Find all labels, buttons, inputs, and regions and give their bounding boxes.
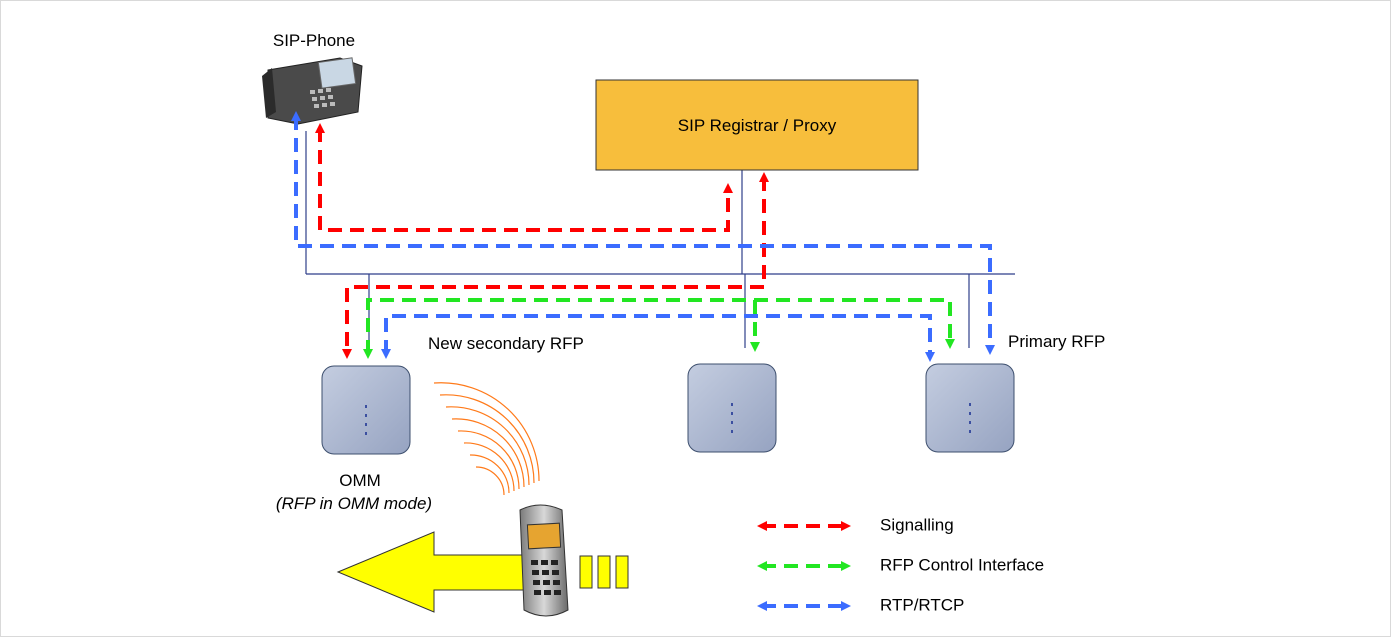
legend-label-control-interface: RFP Control Interface bbox=[880, 555, 1044, 574]
dect-handset-icon bbox=[519, 504, 569, 617]
omm-mode-label: (RFP in OMM mode) bbox=[276, 494, 432, 513]
secondary-rfp-label: New secondary RFP bbox=[428, 334, 584, 353]
sip-phone-label: SIP-Phone bbox=[273, 31, 355, 50]
registrar-label: SIP Registrar / Proxy bbox=[678, 116, 837, 135]
radio-waves-icon bbox=[433, 382, 540, 496]
desk-phone-icon bbox=[262, 57, 363, 125]
omm-rfp-device bbox=[321, 365, 411, 455]
primary-rfp-device bbox=[925, 363, 1015, 453]
legend-item-signalling: Signalling bbox=[757, 515, 954, 534]
legend-item-rtp: RTP/RTCP bbox=[757, 595, 964, 614]
legend-item-control-interface: RFP Control Interface bbox=[757, 555, 1044, 574]
sip-registrar-node: SIP Registrar / Proxy bbox=[595, 79, 919, 171]
secondary-rfp-device bbox=[687, 363, 777, 453]
omm-label: OMM bbox=[339, 471, 381, 490]
primary-rfp-label: Primary RFP bbox=[1008, 332, 1105, 351]
legend: Signalling RFP Control Interface RTP/RTC… bbox=[757, 515, 1044, 614]
legend-label-signalling: Signalling bbox=[880, 515, 954, 534]
rtp-path bbox=[291, 111, 995, 362]
movement-arrow-icon bbox=[336, 531, 629, 613]
legend-label-rtp: RTP/RTCP bbox=[880, 595, 964, 614]
